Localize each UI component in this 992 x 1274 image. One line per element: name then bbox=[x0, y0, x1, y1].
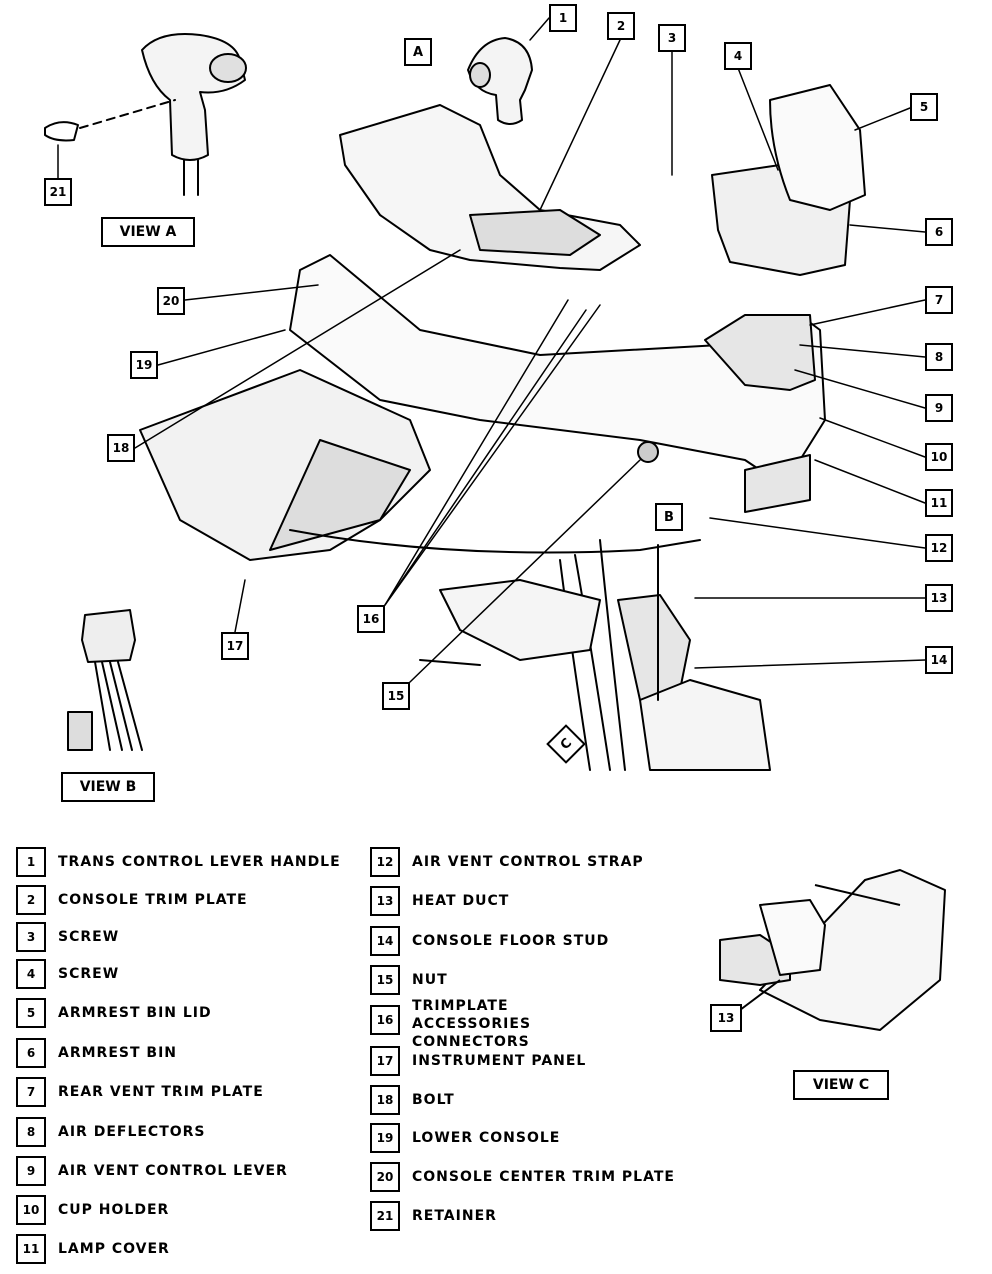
legend-num: 8 bbox=[16, 1117, 46, 1147]
callout-8: 8 bbox=[925, 343, 953, 371]
view-b-connector bbox=[67, 609, 143, 751]
callout-10: 10 bbox=[925, 443, 953, 471]
legend-num: 9 bbox=[16, 1156, 46, 1186]
legend-text: INSTRUMENT PANEL bbox=[412, 1053, 587, 1069]
legend-num: 4 bbox=[16, 959, 46, 989]
view-b-arrow: B bbox=[655, 503, 683, 531]
legend-num: 10 bbox=[16, 1195, 46, 1225]
legend-num: 7 bbox=[16, 1077, 46, 1107]
legend-item: 12 AIR VENT CONTROL STRAP bbox=[370, 847, 644, 877]
console-body bbox=[139, 104, 826, 666]
legend-item: 3 SCREW bbox=[16, 922, 119, 952]
armrest-bin bbox=[711, 84, 866, 276]
legend-text: LAMP COVER bbox=[58, 1241, 170, 1257]
legend-item: 13 HEAT DUCT bbox=[370, 886, 509, 916]
view-a-arrow: A bbox=[404, 38, 432, 66]
legend-item: 9 AIR VENT CONTROL LEVER bbox=[16, 1156, 288, 1186]
legend-item: 10 CUP HOLDER bbox=[16, 1195, 169, 1225]
callout-20: 20 bbox=[157, 287, 185, 315]
legend-item: 5 ARMREST BIN LID bbox=[16, 998, 212, 1028]
legend-num: 2 bbox=[16, 885, 46, 915]
legend-text: ARMREST BIN LID bbox=[58, 1005, 212, 1021]
callout-15: 15 bbox=[382, 682, 410, 710]
legend-item: 1 TRANS CONTROL LEVER HANDLE bbox=[16, 847, 341, 877]
legend-num: 6 bbox=[16, 1038, 46, 1068]
legend-text: CONSOLE FLOOR STUD bbox=[412, 933, 610, 949]
leader-lines bbox=[57, 17, 926, 683]
view-a-shift-knob bbox=[44, 33, 247, 196]
legend-item: 6 ARMREST BIN bbox=[16, 1038, 177, 1068]
legend-text: HEAT DUCT bbox=[412, 893, 510, 909]
legend-item: 2 CONSOLE TRIM PLATE bbox=[16, 885, 248, 915]
legend-text: LOWER CONSOLE bbox=[412, 1130, 561, 1146]
callout-12: 12 bbox=[925, 534, 953, 562]
shift-knob-main bbox=[467, 37, 533, 125]
legend-text: CONSOLE TRIM PLATE bbox=[58, 892, 248, 908]
legend-item: 19 LOWER CONSOLE bbox=[370, 1123, 560, 1153]
callout-7: 7 bbox=[925, 286, 953, 314]
view-c-callout-13: 13 bbox=[710, 1004, 742, 1032]
legend-item: 4 SCREW bbox=[16, 959, 119, 989]
legend-num: 21 bbox=[370, 1201, 400, 1231]
legend-item: 14 CONSOLE FLOOR STUD bbox=[370, 926, 609, 956]
legend-num: 19 bbox=[370, 1123, 400, 1153]
view-b-label: VIEW B bbox=[61, 772, 155, 802]
legend-num: 18 bbox=[370, 1085, 400, 1115]
legend-num: 12 bbox=[370, 847, 400, 877]
callout-6: 6 bbox=[925, 218, 953, 246]
callout-16: 16 bbox=[357, 605, 385, 633]
callout-21: 21 bbox=[44, 178, 72, 206]
callout-2: 2 bbox=[607, 12, 635, 40]
legend-text: TRANS CONTROL LEVER HANDLE bbox=[58, 854, 341, 870]
legend-item: 17 INSTRUMENT PANEL bbox=[370, 1046, 586, 1076]
legend-num: 15 bbox=[370, 965, 400, 995]
legend-num: 14 bbox=[370, 926, 400, 956]
console-exploded-diagram bbox=[44, 17, 926, 771]
legend-num: 13 bbox=[370, 886, 400, 916]
callout-17: 17 bbox=[221, 632, 249, 660]
callout-3: 3 bbox=[658, 24, 686, 52]
legend-num: 16 bbox=[370, 1005, 400, 1035]
legend-item: 11 LAMP COVER bbox=[16, 1234, 170, 1264]
legend-text: AIR VENT CONTROL STRAP bbox=[412, 854, 644, 870]
wiring-and-duct bbox=[439, 441, 771, 771]
legend-num: 20 bbox=[370, 1162, 400, 1192]
legend-text: TRIMPLATE ACCESSORIES CONNECTORS bbox=[412, 998, 532, 1050]
legend-item: 8 AIR DEFLECTORS bbox=[16, 1117, 206, 1147]
legend-num: 11 bbox=[16, 1234, 46, 1264]
legend-text: AIR VENT CONTROL LEVER bbox=[58, 1163, 288, 1179]
legend-text: CONSOLE CENTER TRIM PLATE bbox=[412, 1169, 675, 1185]
legend-item: 20 CONSOLE CENTER TRIM PLATE bbox=[370, 1162, 675, 1192]
legend-text: SCREW bbox=[58, 966, 120, 982]
legend-num: 5 bbox=[16, 998, 46, 1028]
legend-item: 21 RETAINER bbox=[370, 1201, 497, 1231]
legend-text: NUT bbox=[412, 972, 448, 988]
legend-text: SCREW bbox=[58, 929, 120, 945]
legend-text: REAR VENT TRIM PLATE bbox=[58, 1084, 264, 1100]
view-c-detail bbox=[719, 869, 946, 1031]
legend-text: BOLT bbox=[412, 1092, 455, 1108]
legend-text: ARMREST BIN bbox=[58, 1045, 177, 1061]
legend-num: 1 bbox=[16, 847, 46, 877]
legend-text: RETAINER bbox=[412, 1208, 497, 1224]
callout-18: 18 bbox=[107, 434, 135, 462]
legend-item: 15 NUT bbox=[370, 965, 448, 995]
callout-13: 13 bbox=[925, 584, 953, 612]
legend-item: 16 TRIMPLATE ACCESSORIES CONNECTORS bbox=[370, 998, 531, 1050]
legend-num: 3 bbox=[16, 922, 46, 952]
callout-9: 9 bbox=[925, 394, 953, 422]
legend-num: 17 bbox=[370, 1046, 400, 1076]
callout-19: 19 bbox=[130, 351, 158, 379]
view-a-label: VIEW A bbox=[101, 217, 195, 247]
callout-5: 5 bbox=[910, 93, 938, 121]
callout-14: 14 bbox=[925, 646, 953, 674]
legend-item: 7 REAR VENT TRIM PLATE bbox=[16, 1077, 264, 1107]
callout-4: 4 bbox=[724, 42, 752, 70]
legend-text: AIR DEFLECTORS bbox=[58, 1124, 206, 1140]
callout-11: 11 bbox=[925, 489, 953, 517]
callout-1: 1 bbox=[549, 4, 577, 32]
legend-item: 18 BOLT bbox=[370, 1085, 455, 1115]
legend-text: CUP HOLDER bbox=[58, 1202, 170, 1218]
view-c-label: VIEW C bbox=[793, 1070, 889, 1100]
